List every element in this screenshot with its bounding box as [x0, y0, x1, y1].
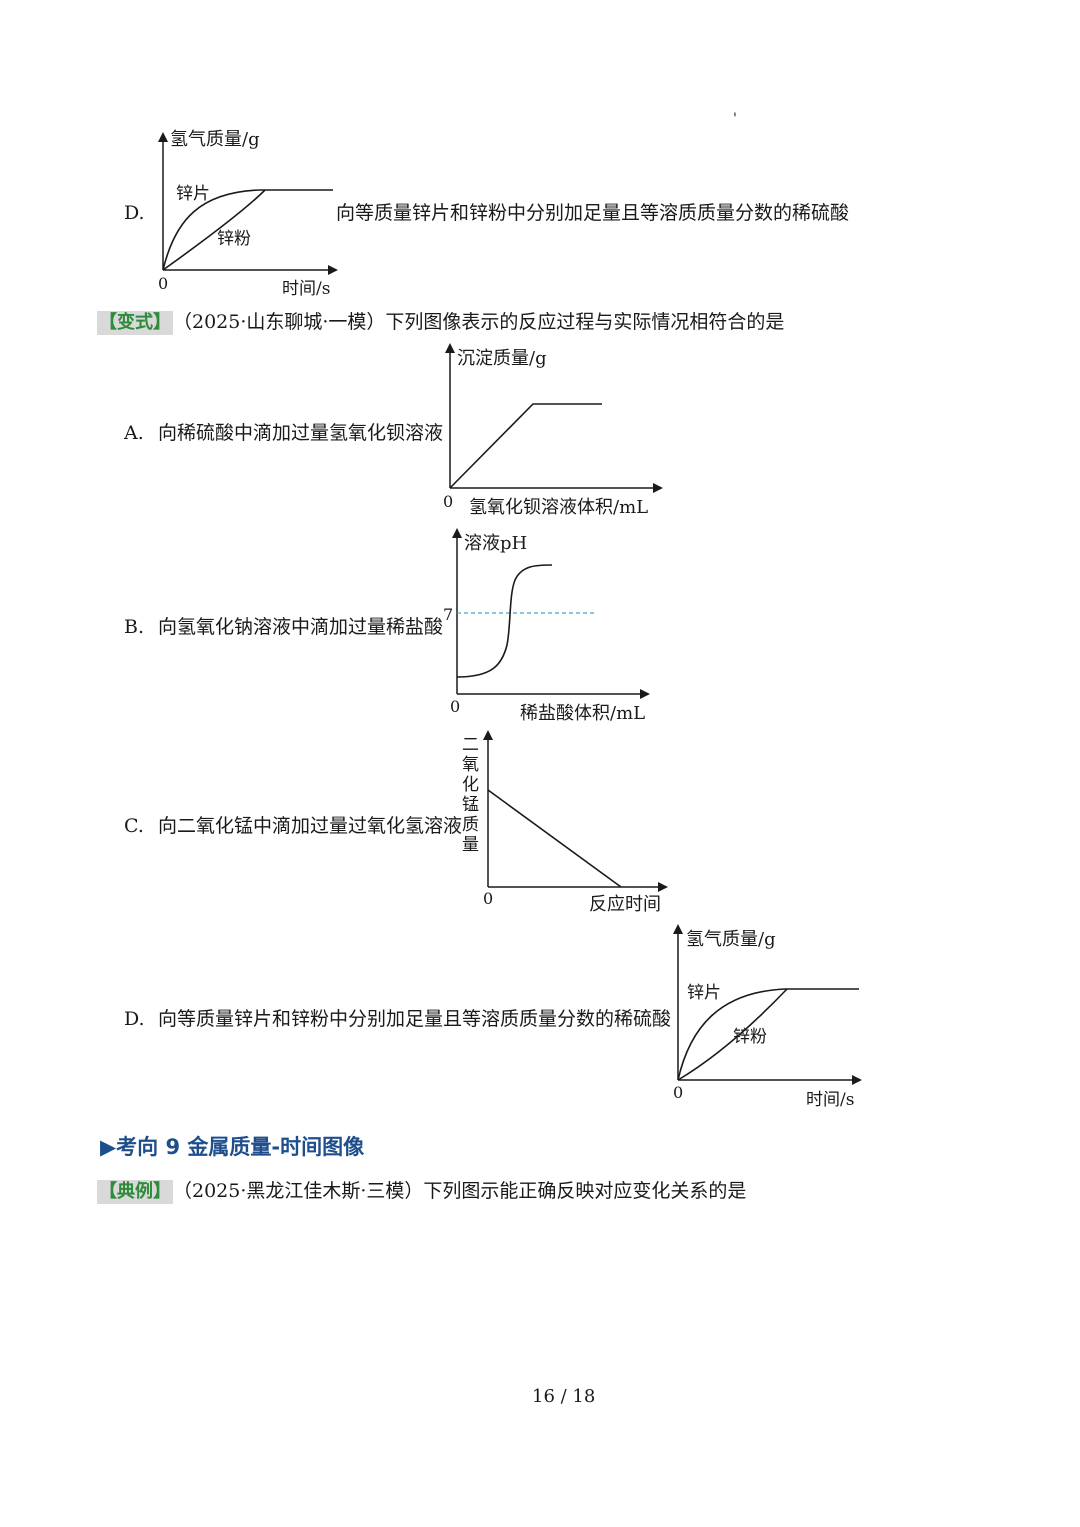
x-axis-label: 时间/s [806, 1090, 854, 1110]
option-c-text: 向二氧化锰中滴加过量过氧化氢溶液 [158, 815, 463, 837]
triangle-icon: ▶ [100, 1135, 117, 1159]
y-axis-label-char: 二 [462, 735, 479, 755]
y-axis-label-char: 锰 [462, 795, 479, 815]
origin-label: 0 [673, 1083, 683, 1102]
option-d-text: 向等质量锌片和锌粉中分别加足量且等溶质质量分数的稀硫酸 [158, 1008, 672, 1030]
mno2-mass-line [487, 789, 622, 888]
example-question: （2025·黑龙江佳木斯·三模）下列图示能正确反映对应变化关系的是 [173, 1180, 747, 1202]
y-axis-label-char: 质 [462, 815, 479, 835]
option-c-graph: 二 氧 化 锰 质 量 0 反应时间 [462, 730, 668, 915]
section-title: 考向 9 金属质量-时间图像 [116, 1135, 365, 1159]
ph-curve [456, 564, 553, 678]
x-axis-label: 反应时间 [589, 894, 661, 915]
section-heading: ▶考向 9 金属质量-时间图像 [100, 1131, 364, 1161]
option-d-letter: D. [124, 1008, 145, 1030]
option-a-graph: 沉淀质量/g 0 氢氧化钡溶液体积/mL [443, 343, 663, 518]
x-axis-label: 稀盐酸体积/mL [520, 703, 645, 724]
option-b-letter: B. [124, 616, 145, 638]
zinc-powder-curve [677, 988, 788, 1081]
option-d-graph: 氢气质量/g 锌片 锌粉 0 时间/s [673, 924, 862, 1110]
origin-label: 0 [443, 492, 453, 511]
precipitate-line [449, 403, 602, 489]
option-d-top-text: 向等质量锌片和锌粉中分别加足量且等溶质质量分数的稀硫酸 [336, 202, 850, 224]
origin-label: 0 [158, 274, 168, 293]
curve-label-zinc-sheet: 锌片 [687, 983, 721, 1003]
option-d-top-letter: D. [124, 202, 145, 224]
curve-label-zinc-powder: 锌粉 [217, 229, 251, 249]
option-a-letter: A. [124, 422, 144, 444]
y-axis-label: 溶液pH [464, 533, 527, 554]
stray-mark: ' [733, 111, 737, 127]
option-b-graph: 溶液pH 7 0 稀盐酸体积/mL [443, 528, 650, 724]
zinc-sheet-curve [162, 189, 333, 271]
y-axis-label-char: 氧 [462, 755, 479, 775]
origin-label: 0 [450, 697, 460, 716]
y-axis-label: 沉淀质量/g [457, 348, 547, 369]
curve-label-zinc-sheet: 锌片 [176, 184, 210, 204]
origin-label: 0 [483, 889, 493, 908]
variant-question: （2025·山东聊城·一模）下列图像表示的反应过程与实际情况相符合的是 [173, 311, 785, 333]
ph7-tick-label: 7 [443, 605, 453, 624]
y-axis-label: 氢气质量/g [170, 129, 260, 150]
option-a-text: 向稀硫酸中滴加过量氢氧化钡溶液 [158, 422, 444, 444]
zinc-sheet-curve [677, 988, 859, 1081]
zinc-powder-curve [162, 189, 266, 271]
example-tag: 【典例】 [97, 1180, 173, 1204]
option-d-top-graph: 氢气质量/g 锌片 锌粉 0 时间/s [158, 129, 338, 299]
y-axis-label-char: 量 [462, 835, 479, 855]
option-b-text: 向氢氧化钠溶液中滴加过量稀盐酸 [158, 616, 444, 638]
curve-label-zinc-powder: 锌粉 [733, 1027, 767, 1047]
x-axis-label: 氢氧化钡溶液体积/mL [469, 497, 648, 518]
option-c-letter: C. [124, 815, 144, 837]
x-axis-label: 时间/s [282, 279, 330, 299]
variant-tag: 【变式】 [97, 311, 173, 335]
y-axis-label-char: 化 [462, 775, 479, 795]
page-number: 16 / 18 [532, 1386, 596, 1407]
y-axis-label: 氢气质量/g [686, 929, 776, 950]
